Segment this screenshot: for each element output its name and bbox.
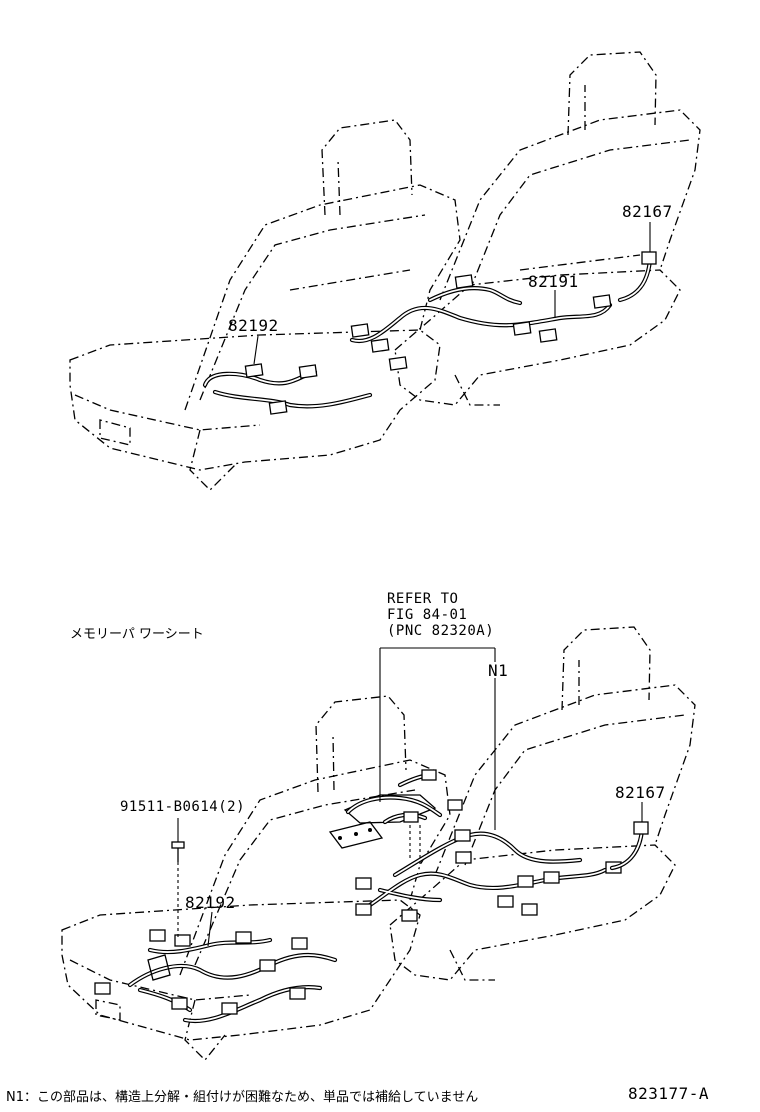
- upper-harness-82191: [349, 274, 613, 371]
- refer-to-bracket: [379, 647, 496, 865]
- lower-left-seat: [61, 695, 451, 1061]
- refer-to-line1: REFER TO: [387, 591, 459, 607]
- upper-callout-82167: 82167: [622, 202, 673, 221]
- upper-right-seat: [394, 51, 701, 406]
- refer-to-line2: FIG 84-01: [387, 607, 468, 623]
- lower-right-seat: [389, 626, 696, 981]
- lower-harness-n1: [355, 829, 622, 922]
- bolt-91511: [171, 818, 185, 940]
- upper-left-seat: [69, 119, 461, 491]
- footer-note: N1：この部品は、構造上分解・組付けが困難なため、単品では補給していません: [6, 1090, 479, 1105]
- lower-figure-title: メモリーパ ワーシート: [70, 627, 204, 642]
- lower-harness-82167: [609, 802, 649, 871]
- lower-callout-82167: 82167: [615, 783, 666, 802]
- lower-callout-82192: 82192: [185, 893, 236, 912]
- upper-callout-82192: 82192: [228, 316, 279, 335]
- note-marker-n1: N1: [488, 661, 509, 680]
- upper-callout-82191: 82191: [528, 272, 579, 291]
- upper-harness-82192: [202, 335, 373, 415]
- figure-id: 823177-A: [628, 1084, 710, 1103]
- refer-to-line3: (PNC 82320A): [387, 623, 495, 639]
- memory-ecu-assembly: [328, 769, 463, 849]
- upper-harness-82167: [617, 222, 657, 303]
- lower-callout-91511: 91511-B0614(2): [120, 799, 246, 815]
- lower-harness-82192: [94, 911, 338, 1024]
